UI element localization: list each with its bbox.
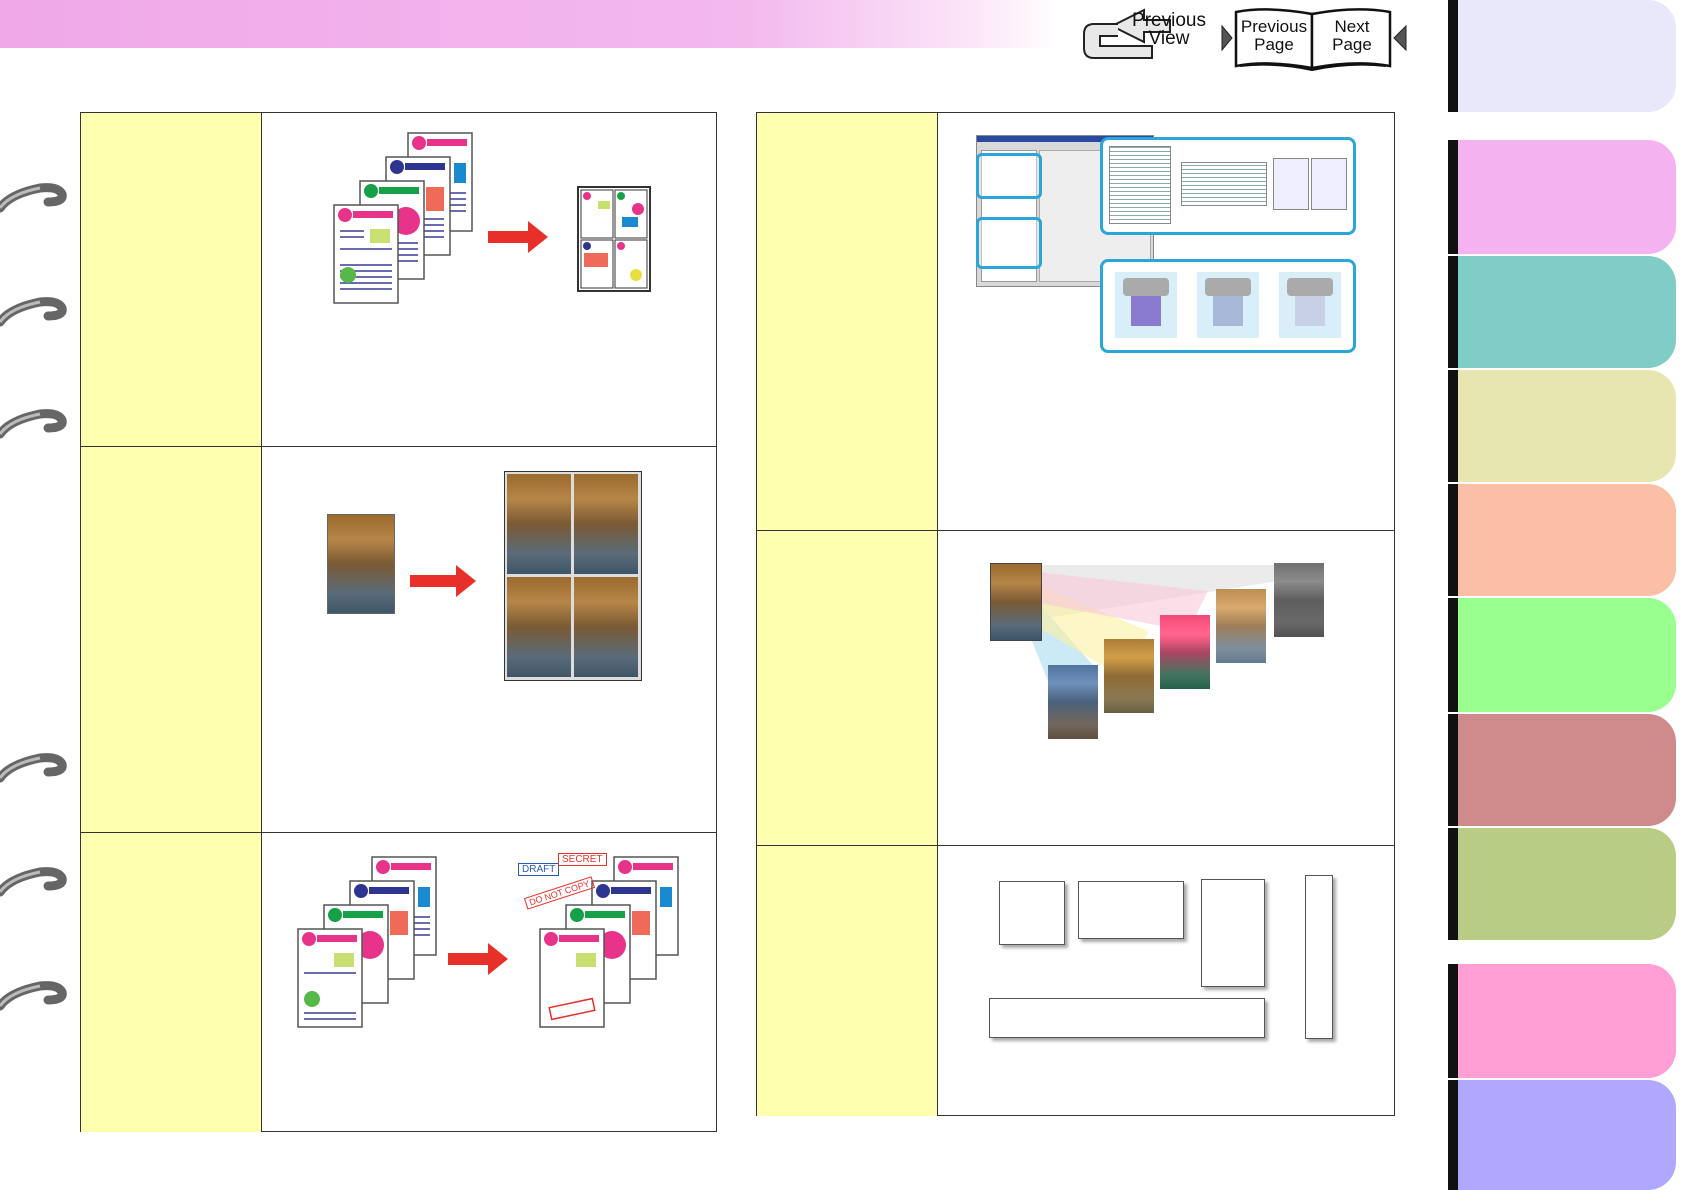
header-band: [0, 0, 1060, 48]
paper-landscape-shape: [1078, 881, 1184, 939]
left-feature-table: DRAFT SECRET DO NOT COPY: [80, 112, 717, 1132]
grayscale-variant-image: [1274, 563, 1324, 637]
arrow-right-icon: [488, 221, 548, 253]
stacked-pages-icon: [333, 132, 473, 304]
chapter-tab-9[interactable]: [1448, 964, 1676, 1078]
paper-size-illustration: [938, 846, 1394, 1116]
stamped-pages-icon: [539, 856, 679, 1028]
binder-ring-icon: [0, 753, 67, 783]
paper-size-row: [757, 845, 1394, 1116]
paper-portrait-shape: [1201, 879, 1265, 987]
right-feature-table: [756, 112, 1395, 1116]
previous-view-label: Previous View: [1132, 10, 1206, 49]
book-icon: [1221, 8, 1407, 72]
row-label-cell: [757, 531, 938, 846]
paper-square-shape: [999, 881, 1065, 945]
chapter-tab-3[interactable]: [1448, 256, 1676, 368]
preview-highlight-box: [976, 217, 1042, 269]
page-navigation: Previous Page Next Page: [1218, 4, 1408, 72]
binder-ring-icon: [0, 981, 67, 1011]
stacked-pages-icon: [297, 856, 437, 1028]
chapter-tab-10[interactable]: [1448, 1080, 1676, 1190]
original-photo-image: [990, 563, 1042, 641]
previous-view-button[interactable]: Previous View: [1082, 4, 1212, 68]
next-page-button[interactable]: Next Page: [1332, 17, 1372, 54]
printer-icon: [1115, 272, 1177, 338]
page-layout-row: [81, 113, 716, 446]
printer-icon: [1279, 272, 1341, 338]
watermark-illustration: DRAFT SECRET DO NOT COPY: [262, 833, 716, 1132]
chapter-tab-8[interactable]: [1448, 828, 1676, 940]
poster-row: [81, 446, 716, 833]
color-adjust-row: [757, 530, 1394, 846]
magenta-variant-image: [1160, 615, 1210, 689]
printer-icon: [1197, 272, 1259, 338]
chapter-tab-2[interactable]: [1448, 140, 1676, 254]
chapter-tab-5[interactable]: [1448, 484, 1676, 596]
chapter-tab-4[interactable]: [1448, 370, 1676, 482]
binder-ring-icon: [0, 183, 67, 213]
watermark-row: DRAFT SECRET DO NOT COPY: [81, 832, 716, 1132]
preview-highlight-box: [976, 153, 1042, 199]
poster-illustration: [262, 447, 716, 833]
driver-dialog-screenshot: [976, 135, 1154, 287]
layout-preview-callout: [1100, 137, 1356, 235]
secret-stamp: SECRET: [558, 853, 607, 866]
paper-wide-strip-shape: [989, 998, 1265, 1038]
chapter-tab-6[interactable]: [1448, 598, 1676, 712]
row-label-cell: [757, 846, 938, 1116]
four-up-page-icon: [577, 186, 651, 292]
printer-preview-callout: [1100, 259, 1356, 353]
light-variant-image: [1216, 589, 1266, 663]
page-layout-illustration: [262, 113, 716, 446]
arrow-right-icon: [410, 565, 476, 597]
cat-photo-image: [327, 514, 395, 614]
row-label-cell: [81, 113, 262, 446]
binder-ring-icon: [0, 409, 67, 439]
row-label-cell: [81, 833, 262, 1132]
preview-row: [757, 113, 1394, 530]
row-label-cell: [757, 113, 938, 530]
poster-tiles-image: [504, 471, 642, 681]
u-turn-arrow-icon: [1083, 8, 1171, 59]
binder-ring-icon: [0, 297, 67, 327]
paper-tall-strip-shape: [1305, 875, 1333, 1039]
color-adjust-illustration: [938, 531, 1394, 846]
chapter-tab-1[interactable]: [1448, 0, 1676, 112]
previous-page-button[interactable]: Previous Page: [1240, 17, 1308, 54]
binder-ring-icon: [0, 867, 67, 897]
draft-stamp: DRAFT: [518, 863, 560, 876]
cyan-variant-image: [1048, 665, 1098, 739]
arrow-right-icon: [448, 943, 508, 975]
row-label-cell: [81, 447, 262, 833]
chapter-tab-7[interactable]: [1448, 714, 1676, 826]
preview-illustration: [938, 113, 1394, 530]
yellow-variant-image: [1104, 639, 1154, 713]
